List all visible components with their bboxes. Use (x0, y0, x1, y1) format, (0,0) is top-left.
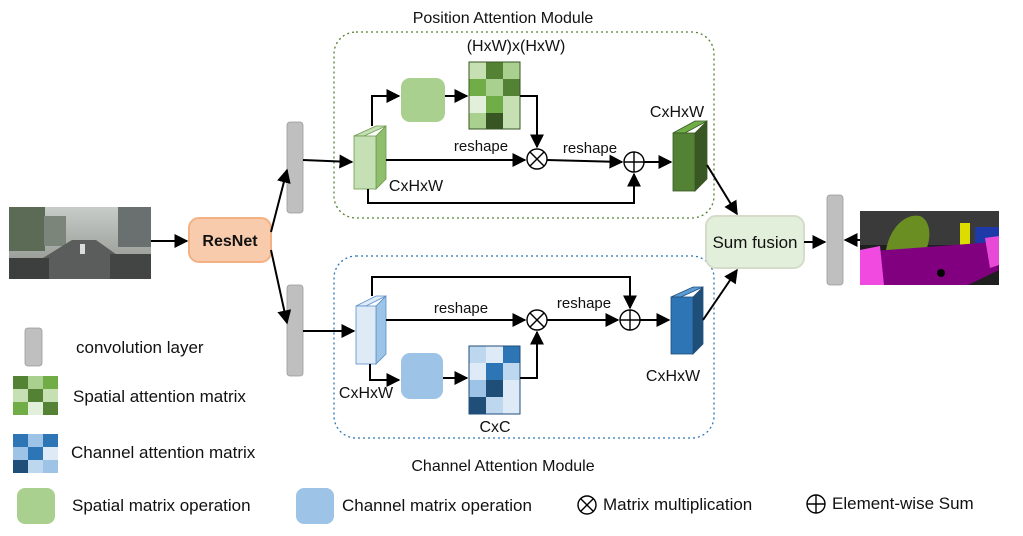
channel-module-title: Channel Attention Module (411, 458, 594, 475)
channel-reshape-label-1: reshape (434, 300, 488, 317)
position-output-feature (672, 120, 708, 192)
legend-channel-op-label: Channel matrix operation (342, 496, 532, 515)
resnet-label: ResNet (202, 233, 258, 250)
position-input-feature (353, 125, 387, 190)
channel-multiplication-icon (526, 309, 548, 331)
channel-matrix-label: CxC (479, 419, 510, 436)
conv-layer-bottom (286, 284, 304, 377)
legend-multiplication-label: Matrix multiplication (603, 495, 752, 514)
flow-arrows (151, 89, 860, 387)
channel-output-label: CxHxW (646, 368, 701, 385)
channel-input-feature (355, 295, 387, 365)
channel-attention-matrix (468, 345, 521, 415)
legend-channel-op-swatch (296, 488, 334, 524)
position-matrix-label: (HxW)x(HxW) (467, 38, 566, 55)
legend-channel-matrix-swatch (13, 434, 58, 473)
legend-conv-label: convolution layer (76, 338, 204, 357)
segmentation-output-image (860, 211, 999, 285)
legend-sum-icon (806, 494, 826, 514)
conv-layer-final (826, 194, 844, 286)
channel-reshape-label-2: reshape (557, 295, 611, 312)
channel-input-label: CxHxW (339, 385, 394, 402)
conv-layer-top (286, 121, 304, 214)
sum-fusion-label: Sum fusion (712, 233, 797, 252)
input-image (9, 207, 151, 279)
legend-conv-swatch (24, 327, 43, 367)
legend-channel-matrix-label: Channel attention matrix (71, 443, 256, 462)
position-output-label: CxHxW (650, 104, 705, 121)
legend-spatial-matrix-label: Spatial attention matrix (73, 387, 246, 406)
channel-output-feature (670, 286, 704, 355)
position-multiplication-icon (526, 148, 548, 170)
position-sum-icon (623, 151, 645, 173)
legend-sum-label: Element-wise Sum (832, 494, 974, 513)
legend-spatial-op-label: Spatial matrix operation (72, 496, 251, 515)
spatial-attention-matrix (468, 61, 521, 130)
channel-module-frame (333, 255, 715, 439)
position-module-title: Position Attention Module (413, 10, 594, 27)
legend-spatial-matrix-swatch (13, 376, 58, 415)
channel-matrix-operation (401, 353, 443, 399)
position-reshape-label-1: reshape (454, 138, 508, 155)
position-module-frame (333, 31, 715, 219)
spatial-matrix-operation (401, 78, 445, 122)
position-reshape-label-2: reshape (563, 140, 617, 157)
legend-multiplication-icon (577, 495, 597, 515)
legend-spatial-op-swatch (17, 488, 55, 524)
position-input-label: CxHxW (389, 178, 444, 195)
channel-sum-icon (619, 309, 641, 331)
resnet-block (188, 217, 272, 263)
